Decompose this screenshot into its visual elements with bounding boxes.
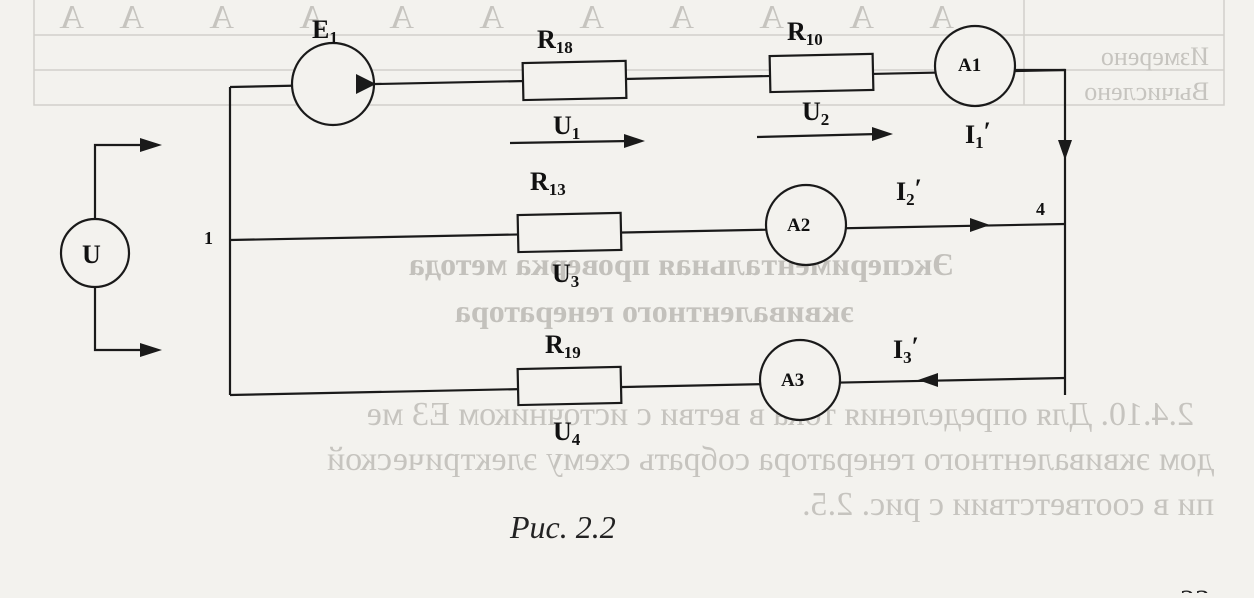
emf-label: E1 bbox=[312, 15, 338, 47]
voltage-label-u4: U4 bbox=[553, 417, 581, 449]
resistor-r10: R10 bbox=[768, 17, 875, 94]
voltage-label: U2 bbox=[802, 97, 829, 129]
ammeter-a2: A2 bbox=[764, 183, 848, 267]
arrow-icon bbox=[624, 134, 645, 148]
current-label: I3′ bbox=[893, 332, 919, 367]
bleed-row-label: Вычислено bbox=[1084, 77, 1209, 106]
resistor-label: R18 bbox=[537, 25, 573, 57]
node-label-4: 4 bbox=[1036, 199, 1045, 219]
node-label-1: 1 bbox=[204, 228, 213, 248]
current-label: I2′ bbox=[896, 174, 922, 209]
bleed-cell: A bbox=[59, 0, 84, 36]
bleed-cell: A bbox=[209, 0, 234, 36]
arrow-icon bbox=[970, 218, 990, 232]
bleed-cell: A bbox=[669, 0, 694, 36]
resistor-r13: R13 bbox=[516, 167, 623, 254]
bleed-cell: A bbox=[849, 0, 874, 36]
bleed-cell: A bbox=[389, 0, 414, 36]
ammeter-label: A3 bbox=[781, 370, 804, 391]
current-i1: I1′ bbox=[965, 117, 1072, 160]
arrow-icon bbox=[918, 373, 938, 387]
bleed-heading: эквивалентного генератора bbox=[455, 293, 854, 329]
arrow-icon bbox=[356, 74, 376, 94]
emf-source-e1: E1 bbox=[290, 15, 376, 127]
current-i3: I3′ bbox=[893, 332, 938, 387]
bleed-cell: A bbox=[759, 0, 784, 36]
voltage-label-u3: U3 bbox=[552, 259, 579, 291]
bleed-cell: A bbox=[299, 0, 324, 36]
bleed-paragraph: пи в соответствии с рис. 2.5. bbox=[802, 486, 1214, 523]
resistor-label: R10 bbox=[787, 17, 823, 49]
arrow-icon bbox=[140, 138, 162, 152]
arrow-icon bbox=[1058, 140, 1072, 160]
voltage-u1: U1 bbox=[509, 111, 645, 148]
ammeter-label: A2 bbox=[787, 215, 810, 236]
bleed-cell: A bbox=[479, 0, 504, 36]
arrow-icon bbox=[872, 127, 893, 141]
bleed-header-cells: A A A A A A A A A A A bbox=[59, 0, 954, 36]
resistor-label: R13 bbox=[530, 167, 566, 199]
arrow-icon bbox=[140, 343, 162, 357]
figure-caption: Рис. 2.2 bbox=[509, 509, 616, 545]
source-label: U bbox=[82, 240, 101, 269]
bleed-heading: Экспериментальная проверка метода bbox=[409, 246, 954, 282]
ammeter-a1: A1 bbox=[933, 24, 1017, 108]
current-i2: I2′ bbox=[896, 174, 990, 232]
bleed-cell: A bbox=[119, 0, 144, 36]
ammeter-a3: A3 bbox=[758, 338, 842, 422]
voltage-u2: U2 bbox=[756, 97, 893, 141]
page-number: 23 bbox=[1180, 584, 1210, 593]
bleed-cell: A bbox=[929, 0, 954, 36]
ammeter-label: A1 bbox=[958, 55, 981, 76]
resistor-r18: R18 bbox=[521, 25, 628, 102]
bleed-row-label: Измерено bbox=[1101, 42, 1209, 71]
bleed-paragraph: дом эквивалентного генератора собрать сх… bbox=[327, 441, 1214, 478]
resistor-r19: R19 bbox=[516, 330, 623, 407]
bleed-cell: A bbox=[579, 0, 604, 36]
resistor-label: R19 bbox=[545, 330, 581, 362]
voltage-source-u: U bbox=[59, 217, 131, 289]
current-label: I1′ bbox=[965, 117, 991, 152]
voltage-label: U1 bbox=[553, 111, 580, 143]
